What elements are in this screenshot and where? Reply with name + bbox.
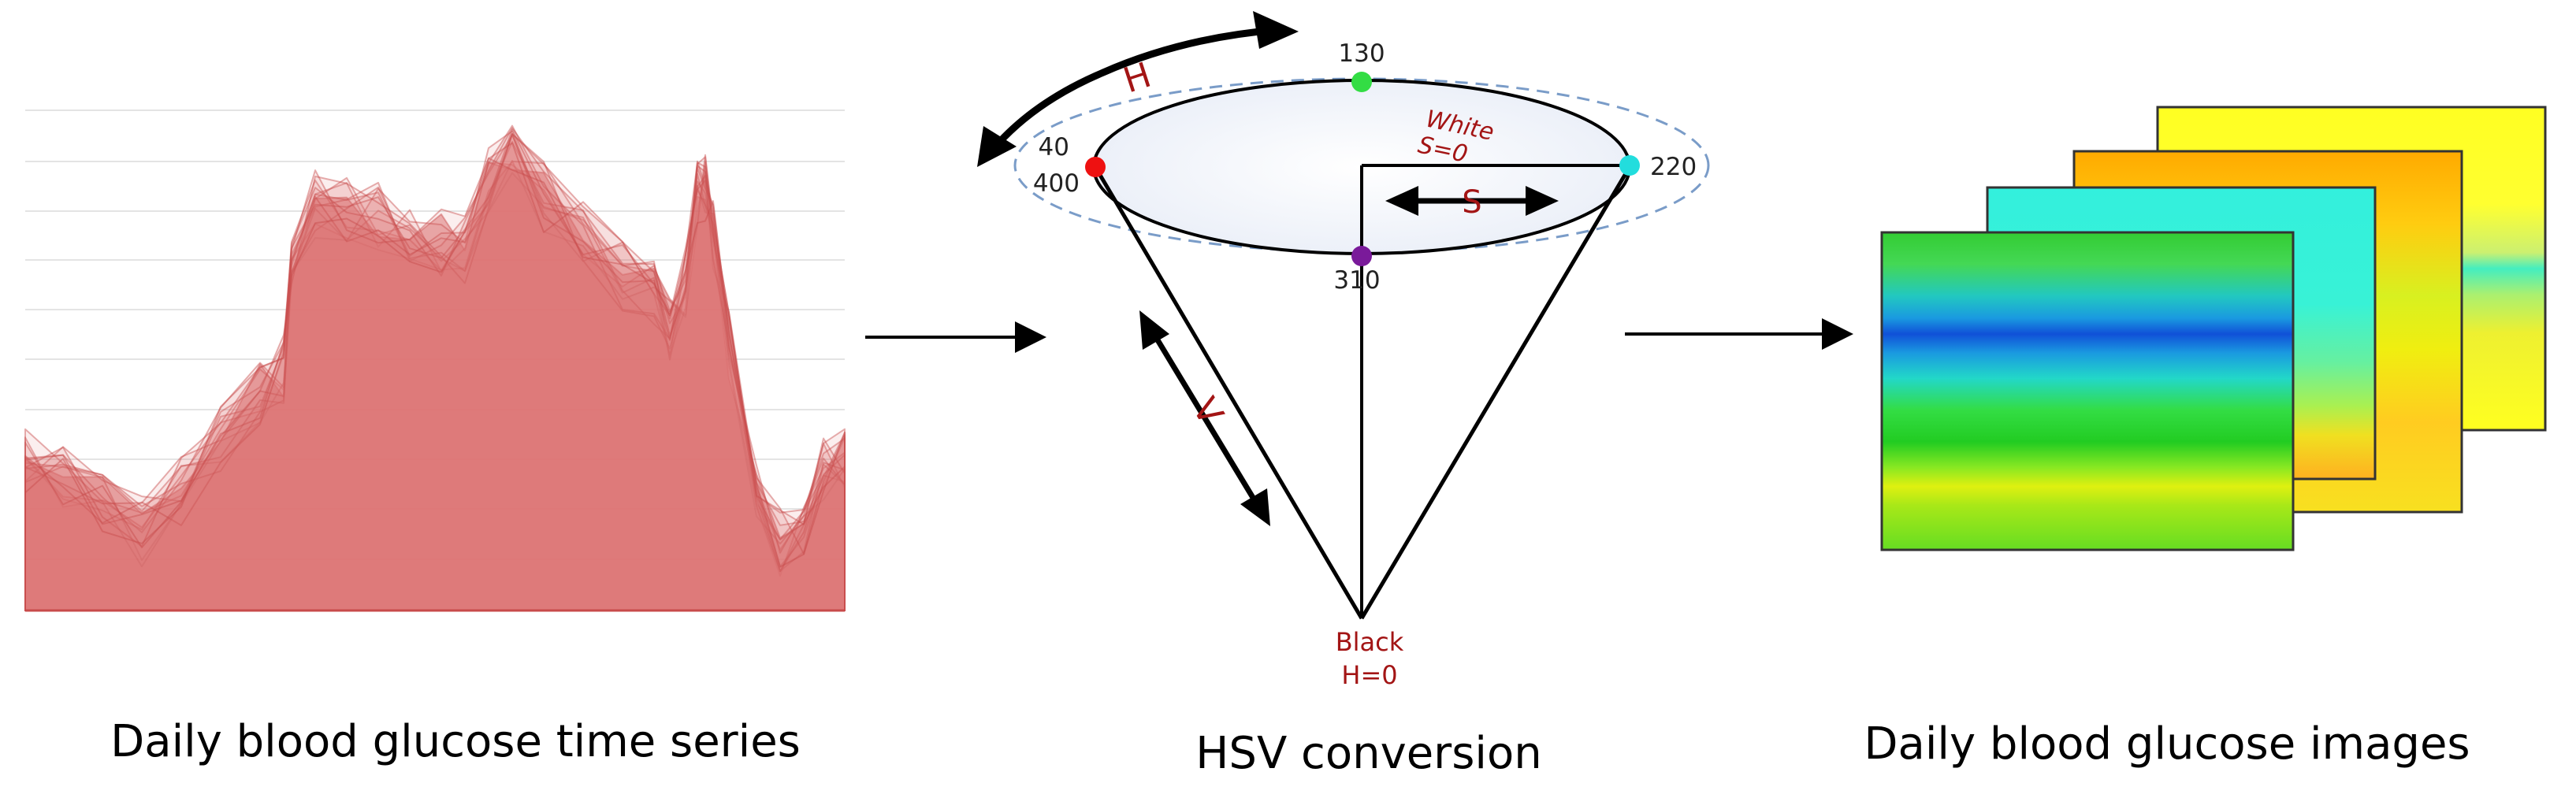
hue-point-40-400: [1085, 157, 1106, 177]
glucose-day-curve: [24, 133, 846, 611]
value-arrowhead-top: [1139, 310, 1169, 350]
glucose-day-curve: [24, 160, 846, 611]
hue-arrow: [988, 26, 1277, 154]
glucose-day-curve: [24, 156, 846, 611]
saturation-arrowhead-right: [1526, 186, 1559, 216]
glucose-day-curve: [24, 161, 846, 611]
hue-point-220-label: 220: [1650, 153, 1697, 181]
glucose-day-curve: [24, 133, 846, 611]
hsv-cone-panel: H S V White S=0 130 40 400 220 310 Black…: [977, 11, 1710, 779]
hue-arrowhead-left: [977, 126, 1017, 167]
saturation-label: S: [1462, 184, 1481, 221]
saturation-arrowhead-left: [1385, 186, 1418, 216]
hue-point-400-label: 400: [1033, 169, 1080, 198]
hue-point-310: [1351, 246, 1372, 266]
time-series-caption: Daily blood glucose time series: [110, 716, 801, 767]
cone-right-side: [1359, 165, 1632, 620]
glucose-day-curve: [24, 161, 846, 611]
hue-point-310-label: 310: [1333, 266, 1380, 295]
black-label: Black: [1336, 627, 1404, 657]
glucose-day-curve: [24, 128, 846, 611]
glucose-day-curve: [24, 157, 846, 611]
hue-point-130: [1351, 72, 1372, 92]
value-arrow-shaft: [1150, 329, 1259, 506]
hue-arrowhead-right: [1253, 11, 1299, 49]
glucose-day-curve: [24, 142, 846, 611]
hue-point-130-label: 130: [1338, 39, 1385, 68]
glucose-day-curve: [24, 140, 846, 611]
glucose-image-1: [1880, 231, 2295, 551]
glucose-day-curve: [24, 134, 846, 611]
hue-point-40-label: 40: [1039, 133, 1069, 161]
cone-left-side: [1093, 165, 1364, 620]
time-series-panel: Daily blood glucose time series: [24, 109, 846, 767]
glucose-day-curve: [24, 124, 846, 611]
images-caption: Daily blood glucose images: [1864, 718, 2470, 770]
glucose-day-curve: [24, 130, 846, 611]
value-arrowhead-bottom: [1240, 488, 1270, 526]
hsv-caption: HSV conversion: [1195, 728, 1541, 779]
black-hue-label: H=0: [1341, 660, 1397, 690]
glucose-series-group: [24, 124, 846, 611]
glucose-day-curve: [24, 133, 846, 611]
hue-label: H: [1119, 55, 1156, 102]
glucose-day-curve: [24, 160, 846, 611]
glucose-day-curve: [24, 127, 846, 611]
glucose-images-panel: Daily blood glucose images: [1864, 106, 2547, 770]
hue-point-220: [1619, 155, 1640, 176]
